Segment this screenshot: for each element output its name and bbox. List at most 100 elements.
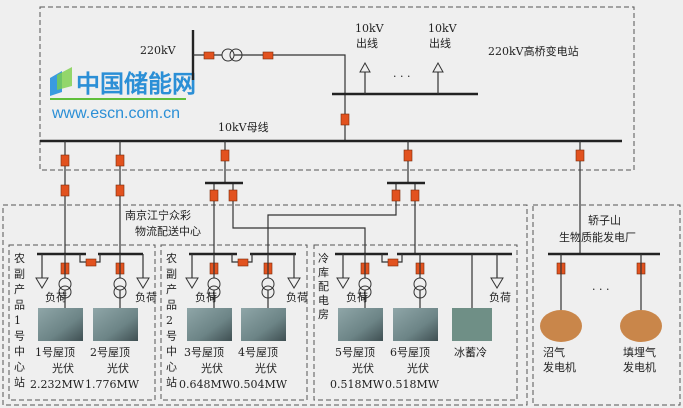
station2-box xyxy=(160,244,308,401)
station-name: 号 xyxy=(166,330,177,343)
generator-name: 发电机 xyxy=(623,360,656,374)
station-name: 品 xyxy=(14,299,25,312)
ellipsis: · · · xyxy=(393,70,410,83)
outlet1-label: 出线 xyxy=(356,36,378,50)
load-arrow-icon xyxy=(136,277,150,289)
outlet2-label: 出线 xyxy=(429,36,451,50)
biomass-plant-box xyxy=(532,204,681,406)
circuit-breaker xyxy=(237,258,249,267)
circuit-breaker xyxy=(209,189,219,202)
load-arrow-icon xyxy=(336,277,350,289)
pv-panel-image xyxy=(93,308,138,341)
circuit-breaker xyxy=(115,154,125,167)
circuit-breaker xyxy=(60,184,70,197)
station1-box xyxy=(8,244,156,401)
pv-name: 4号屋顶 xyxy=(238,346,278,359)
circuit-breaker xyxy=(410,189,420,202)
load-arrow-icon xyxy=(490,277,504,289)
distribution-center-name: 物流配送中心 xyxy=(135,224,201,238)
ellipsis: · · · xyxy=(592,283,609,296)
substation-name: 220kV高桥变电站 xyxy=(488,44,579,58)
generator-image xyxy=(540,310,582,342)
generator-name: 发电机 xyxy=(543,360,576,374)
pv-name: 3号屋顶 xyxy=(184,346,224,359)
circuit-breaker xyxy=(340,113,350,126)
pv-name: 光伏 xyxy=(352,361,374,375)
pv-name: 2号屋顶 xyxy=(90,346,130,359)
station-name: 副 xyxy=(14,268,25,281)
station-name: 1 xyxy=(14,314,21,327)
main-transformer-icon xyxy=(221,48,243,62)
outlet-arrow-icon xyxy=(359,61,371,73)
station-name: 品 xyxy=(166,299,177,312)
ice-storage-label: 冰蓄冷 xyxy=(454,346,487,359)
biomass-plant-name: 生物质能发电厂 xyxy=(559,230,636,244)
outlet1-label: 10kV xyxy=(355,22,385,35)
load-arrow-icon xyxy=(185,277,199,289)
station-name: 电 xyxy=(318,294,329,307)
circuit-breaker xyxy=(203,51,215,60)
distribution-center-box xyxy=(2,204,528,406)
pv-panel-image xyxy=(241,308,286,341)
generator-image xyxy=(620,310,662,342)
load-arrow-icon xyxy=(287,277,301,289)
station-name: 中 xyxy=(166,345,177,358)
circuit-breaker xyxy=(391,189,401,202)
pv-panel-image xyxy=(393,308,438,341)
load-label: 负荷 xyxy=(45,290,67,304)
watermark-url: www.escn.com.cn xyxy=(51,105,180,122)
station3-box xyxy=(313,244,518,401)
station-name: 配 xyxy=(318,280,329,293)
station-name: 产 xyxy=(166,282,177,296)
load-label: 负荷 xyxy=(286,290,308,304)
feeder-line xyxy=(193,54,346,141)
station-name: 产 xyxy=(14,282,25,296)
pv-capacity: 0.504MW xyxy=(233,378,288,391)
circuit-breaker xyxy=(387,258,399,267)
pv-capacity: 2.232MW xyxy=(30,378,85,391)
circuit-breaker xyxy=(220,149,230,162)
station-name: 副 xyxy=(166,268,177,281)
pv-name: 5号屋顶 xyxy=(335,346,375,359)
pv-name: 光伏 xyxy=(107,361,129,375)
outlet-arrow-icon xyxy=(432,61,444,73)
circuit-breaker xyxy=(262,51,274,60)
pv-name: 光伏 xyxy=(52,361,74,375)
circuit-breaker xyxy=(60,154,70,167)
hv-label: 220kV xyxy=(140,44,177,57)
pv-panel-image xyxy=(338,308,383,341)
biomass-plant-name: 轿子山 xyxy=(588,213,621,227)
pv-panel-image xyxy=(38,308,83,341)
pv-capacity: 0.518MW xyxy=(330,378,385,391)
generator-name: 填埋气 xyxy=(623,345,656,359)
pv-name: 光伏 xyxy=(255,361,277,375)
pv-name: 1号屋顶 xyxy=(35,346,75,359)
distribution-center-name: 南京江宁众彩 xyxy=(125,208,191,222)
load-label: 负荷 xyxy=(135,290,157,304)
station-name: 冷 xyxy=(318,252,329,265)
escn-watermark-logo: 中国储能网 www.escn.com.cn xyxy=(50,67,196,122)
substation-box xyxy=(39,6,635,171)
station-name: 房 xyxy=(318,308,329,321)
station-name: 号 xyxy=(14,330,25,343)
station-name: 库 xyxy=(318,266,329,279)
pv-capacity: 1.776MW xyxy=(85,378,140,391)
load-label: 负荷 xyxy=(346,290,368,304)
station-name: 站 xyxy=(14,375,25,389)
load-label: 负荷 xyxy=(489,290,511,304)
pv-name: 光伏 xyxy=(201,361,223,375)
circuit-breaker xyxy=(228,189,238,202)
pv-capacity: 0.518MW xyxy=(385,378,440,391)
circuit-breaker xyxy=(85,258,97,267)
circuit-breaker xyxy=(403,149,413,162)
station-name: 站 xyxy=(166,375,177,389)
generator-name: 沼气 xyxy=(543,345,565,359)
station-name: 心 xyxy=(166,361,177,374)
pv-panel-image xyxy=(187,308,232,341)
circuit-breaker xyxy=(575,149,585,162)
load-label: 负荷 xyxy=(195,290,217,304)
circuit-breaker xyxy=(115,184,125,197)
pv-capacity: 0.648MW xyxy=(179,378,234,391)
